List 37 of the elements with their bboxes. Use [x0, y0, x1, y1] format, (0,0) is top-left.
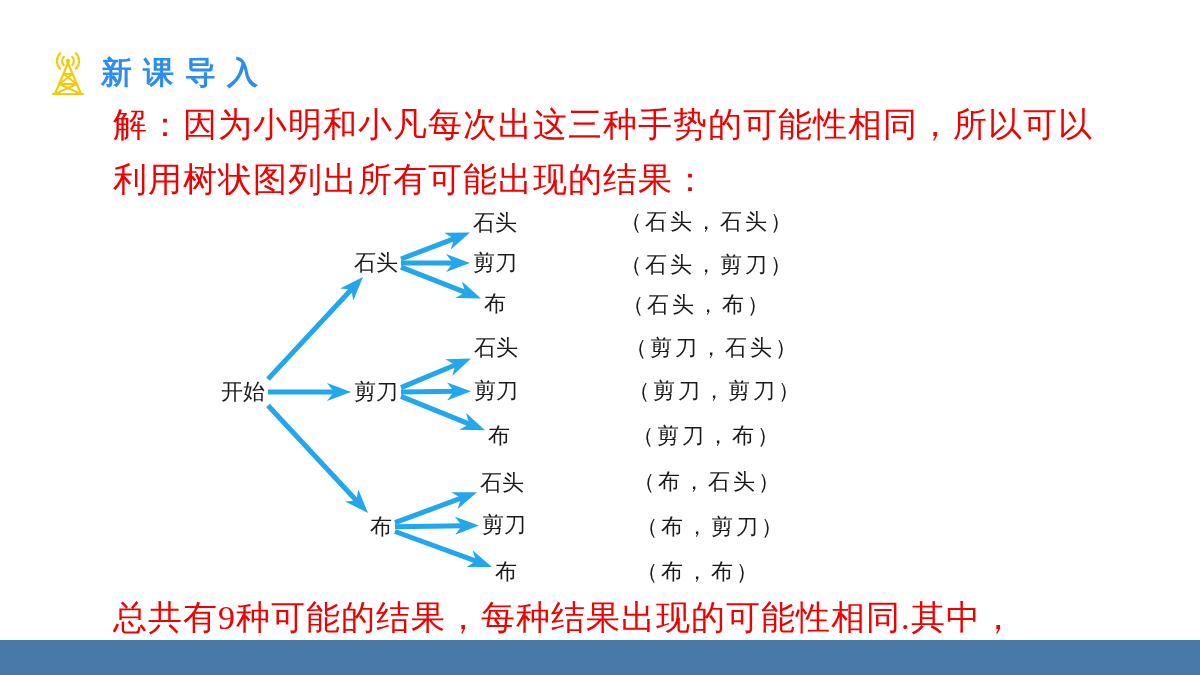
arrow: [400, 230, 471, 262]
tree-node-text: 石头: [351, 249, 401, 277]
arrow: [268, 383, 351, 401]
outcome-text: （剪刀，剪刀）: [628, 377, 803, 405]
arrow: [394, 529, 493, 570]
tree-node-text: 剪刀: [479, 511, 529, 539]
outcome-text: （剪刀，布）: [632, 422, 782, 450]
tree-node-text: 剪刀: [471, 377, 521, 405]
tree-node-text: 石头: [477, 469, 527, 497]
arrow: [266, 403, 370, 515]
outcome-text: （石头，剪刀）: [620, 251, 795, 279]
outcome-text: （布，布）: [636, 558, 761, 586]
tree-node-text: 布: [485, 422, 513, 450]
arrow: [394, 489, 478, 525]
arrow: [400, 356, 472, 390]
arrow: [400, 394, 486, 433]
arrow: [394, 516, 480, 535]
tree-node-text: 石头: [471, 334, 521, 362]
tree-node-text: 布: [492, 558, 520, 586]
arrow: [266, 275, 365, 381]
outcome-text: （剪刀，石头）: [625, 334, 800, 362]
conclusion-text: 总共有9种可能的结果，每种结果出现的可能性相同.其中，: [113, 598, 1016, 638]
arrow: [400, 264, 482, 301]
solution-text: 解：因为小明和小凡每次出这三种手势的可能性相同，所以可以利用树状图列出所有可能出现的结果：: [113, 105, 1094, 200]
tree-node-text: 布: [481, 290, 509, 318]
tree-node-text: 开始: [218, 378, 268, 406]
tree-node-text: 剪刀: [351, 378, 401, 406]
tree-node-text: 布: [367, 513, 395, 541]
tree-node-text: 剪刀: [470, 249, 520, 277]
outcome-text: （布，石头）: [633, 468, 783, 496]
arrow: [400, 382, 472, 401]
outcome-text: （布，剪刀）: [636, 513, 786, 541]
outcome-text: （石头，石头）: [620, 208, 795, 236]
outcome-text: （石头，布）: [622, 291, 772, 319]
arrow: [401, 254, 470, 272]
section-title: 新课导入: [101, 53, 269, 92]
tree-node-text: 石头: [470, 209, 520, 237]
